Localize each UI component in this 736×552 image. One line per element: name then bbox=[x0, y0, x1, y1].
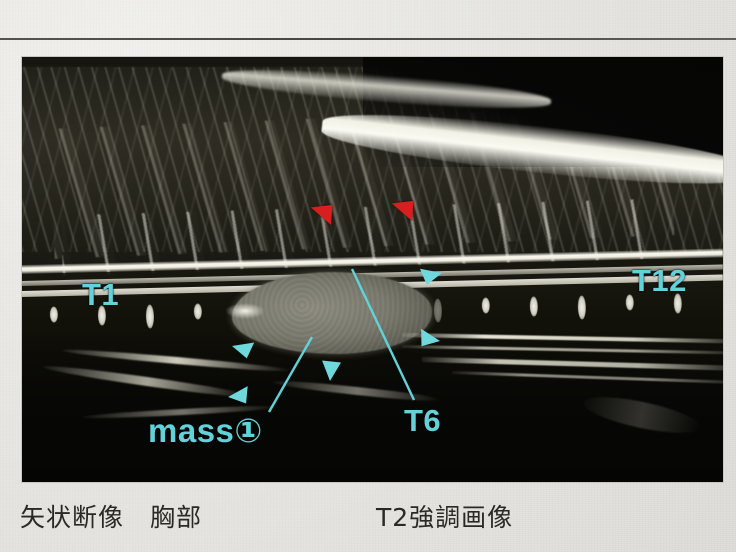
leader-line-mass bbox=[267, 336, 314, 413]
label-t12: T12 bbox=[632, 263, 687, 298]
cyan-arrowhead-inferior bbox=[322, 360, 341, 381]
red-arrowhead-right bbox=[391, 200, 414, 221]
annotation-overlay bbox=[228, 200, 442, 413]
mri-figure: T1 T12 T6 mass① bbox=[22, 57, 723, 482]
mass-anterior-margin bbox=[225, 303, 265, 319]
cut-off-header-strip bbox=[0, 0, 736, 12]
horizontal-rule bbox=[0, 38, 736, 40]
mass-lesion bbox=[232, 272, 432, 354]
leader-line-t6 bbox=[350, 268, 416, 401]
label-t6: T6 bbox=[404, 403, 442, 438]
cyan-arrowhead-upper-left bbox=[232, 342, 255, 359]
label-t1: T1 bbox=[82, 277, 120, 312]
caption-right: T2強調画像 bbox=[376, 503, 514, 532]
cyan-arrowhead-upper-right bbox=[419, 268, 442, 285]
label-mass: mass① bbox=[148, 412, 263, 449]
red-arrowhead-left bbox=[310, 204, 333, 225]
caption-left: 矢状断像 胸部 bbox=[20, 503, 203, 532]
cyan-arrowhead-lower-right bbox=[421, 328, 440, 347]
cyan-arrowhead-lower-left bbox=[228, 386, 248, 404]
